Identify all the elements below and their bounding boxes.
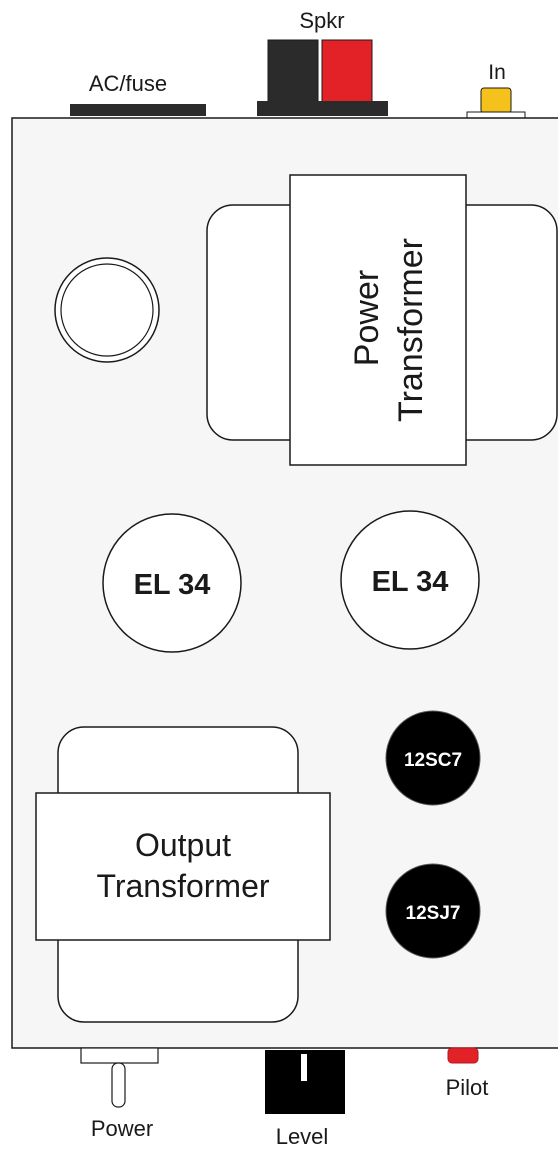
chassis-hole-inner [60, 263, 154, 357]
input-jack-base [466, 111, 526, 119]
output-transformer-label-line1: Output [135, 827, 231, 863]
level-knob-pointer [301, 1054, 307, 1081]
tube-12sj7-label: 12SJ7 [406, 903, 461, 924]
tube-12sj7 [385, 863, 481, 959]
power-switch-label: Power [91, 1116, 153, 1141]
output-transformer-core [35, 792, 331, 941]
speaker-post-black [267, 39, 319, 103]
level-label: Level [276, 1124, 329, 1149]
power-transformer-label-line1: Power [348, 270, 386, 366]
tube-el34-left [102, 513, 242, 653]
pilot-label: Pilot [446, 1075, 489, 1100]
speaker-post-red [321, 39, 373, 103]
input-jack [480, 87, 512, 114]
power-switch-lever [111, 1062, 126, 1108]
power-switch-bushing [80, 1047, 159, 1064]
output-transformer-label-line2: Transformer [96, 868, 269, 904]
tube-12sc7 [385, 710, 481, 806]
tube-12sc7-label: 12SC7 [404, 750, 462, 771]
input-label: In [488, 61, 506, 84]
tube-el34-right-label: EL 34 [372, 566, 449, 598]
pilot-lamp [447, 1047, 479, 1064]
tube-el34-left-label: EL 34 [134, 569, 211, 601]
speaker-label: Spkr [299, 8, 344, 33]
power-transformer-label-line2: Transformer [392, 238, 430, 422]
speaker-terminal-plate [257, 101, 388, 116]
ac-fuse-connector [70, 104, 206, 116]
tube-el34-right [340, 510, 480, 650]
power-transformer-core [289, 174, 467, 466]
ac-fuse-label: AC/fuse [89, 71, 167, 96]
